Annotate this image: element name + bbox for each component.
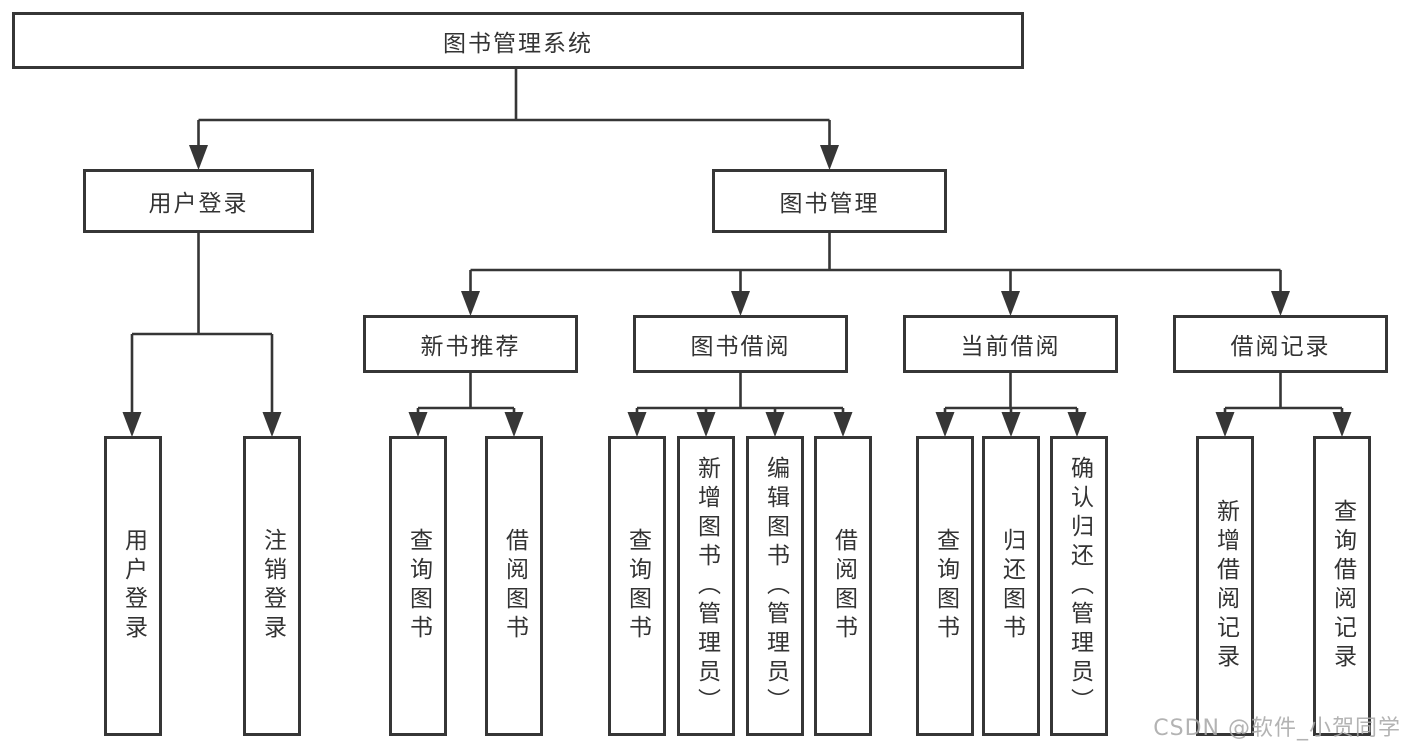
node-login-leaf-label: 用户登录 xyxy=(120,528,147,644)
node-records-add-record: 新增借阅记录 xyxy=(1196,436,1254,736)
node-recommend-query-books: 查询图书 xyxy=(389,436,447,736)
node-current-return-books-label: 归还图书 xyxy=(998,528,1025,644)
node-book-borrowing-label: 图书借阅 xyxy=(690,334,791,360)
node-borrowing-records: 借阅记录 xyxy=(1173,315,1388,373)
node-user-login-label: 用户登录 xyxy=(148,191,249,217)
node-system-root: 图书管理系统 xyxy=(12,12,1024,69)
node-current-borrowing-label: 当前借阅 xyxy=(960,334,1061,360)
node-new-book-recommendation-label: 新书推荐 xyxy=(420,334,521,360)
node-recommend-borrow-books-label: 借阅图书 xyxy=(501,528,528,644)
connector-borrow-records-to-leaves xyxy=(1223,372,1344,415)
node-current-confirm-return-admin-label: 确认归还（管理员） xyxy=(1066,455,1093,717)
node-book-management: 图书管理 xyxy=(712,169,947,233)
node-current-query-books-label: 查询图书 xyxy=(932,528,959,644)
connector-book-borrow-to-leaves xyxy=(635,372,845,415)
node-borrowing-query-books-label: 查询图书 xyxy=(624,528,651,644)
node-current-return-books: 归还图书 xyxy=(982,436,1040,736)
node-current-borrowing: 当前借阅 xyxy=(903,315,1118,373)
node-new-book-recommendation: 新书推荐 xyxy=(363,315,578,373)
node-logout-leaf: 注销登录 xyxy=(243,436,301,736)
node-user-login: 用户登录 xyxy=(83,169,314,233)
connector-book-management-to-level3 xyxy=(469,232,1282,295)
node-borrowing-borrow-books: 借阅图书 xyxy=(814,436,872,736)
node-logout-leaf-label: 注销登录 xyxy=(259,528,286,644)
node-records-query-record-label: 查询借阅记录 xyxy=(1329,499,1356,673)
connector-new-book-to-leaves xyxy=(416,372,516,415)
node-current-query-books: 查询图书 xyxy=(916,436,974,736)
node-records-query-record: 查询借阅记录 xyxy=(1313,436,1371,736)
node-borrowing-records-label: 借阅记录 xyxy=(1230,334,1331,360)
node-borrowing-query-books: 查询图书 xyxy=(608,436,666,736)
node-borrowing-borrow-books-label: 借阅图书 xyxy=(830,528,857,644)
connector-user-login-to-leaves xyxy=(130,232,274,415)
node-book-borrowing: 图书借阅 xyxy=(633,315,848,373)
node-recommend-query-books-label: 查询图书 xyxy=(405,528,432,644)
connector-current-borrow-to-leaves xyxy=(943,372,1079,415)
node-borrowing-add-books-admin: 新增图书（管理员） xyxy=(677,436,735,736)
node-records-add-record-label: 新增借阅记录 xyxy=(1212,499,1239,673)
csdn-watermark: CSDN @软件_小贺同学 xyxy=(1153,716,1401,741)
node-system-root-label: 图书管理系统 xyxy=(443,30,593,57)
connector-root-to-level2 xyxy=(197,67,831,150)
node-borrowing-edit-books-admin: 编辑图书（管理员） xyxy=(746,436,804,736)
node-borrowing-edit-books-admin-label: 编辑图书（管理员） xyxy=(762,455,789,717)
node-login-leaf: 用户登录 xyxy=(104,436,162,736)
node-current-confirm-return-admin: 确认归还（管理员） xyxy=(1050,436,1108,736)
node-borrowing-add-books-admin-label: 新增图书（管理员） xyxy=(693,455,720,717)
node-book-management-label: 图书管理 xyxy=(779,191,880,217)
node-recommend-borrow-books: 借阅图书 xyxy=(485,436,543,736)
